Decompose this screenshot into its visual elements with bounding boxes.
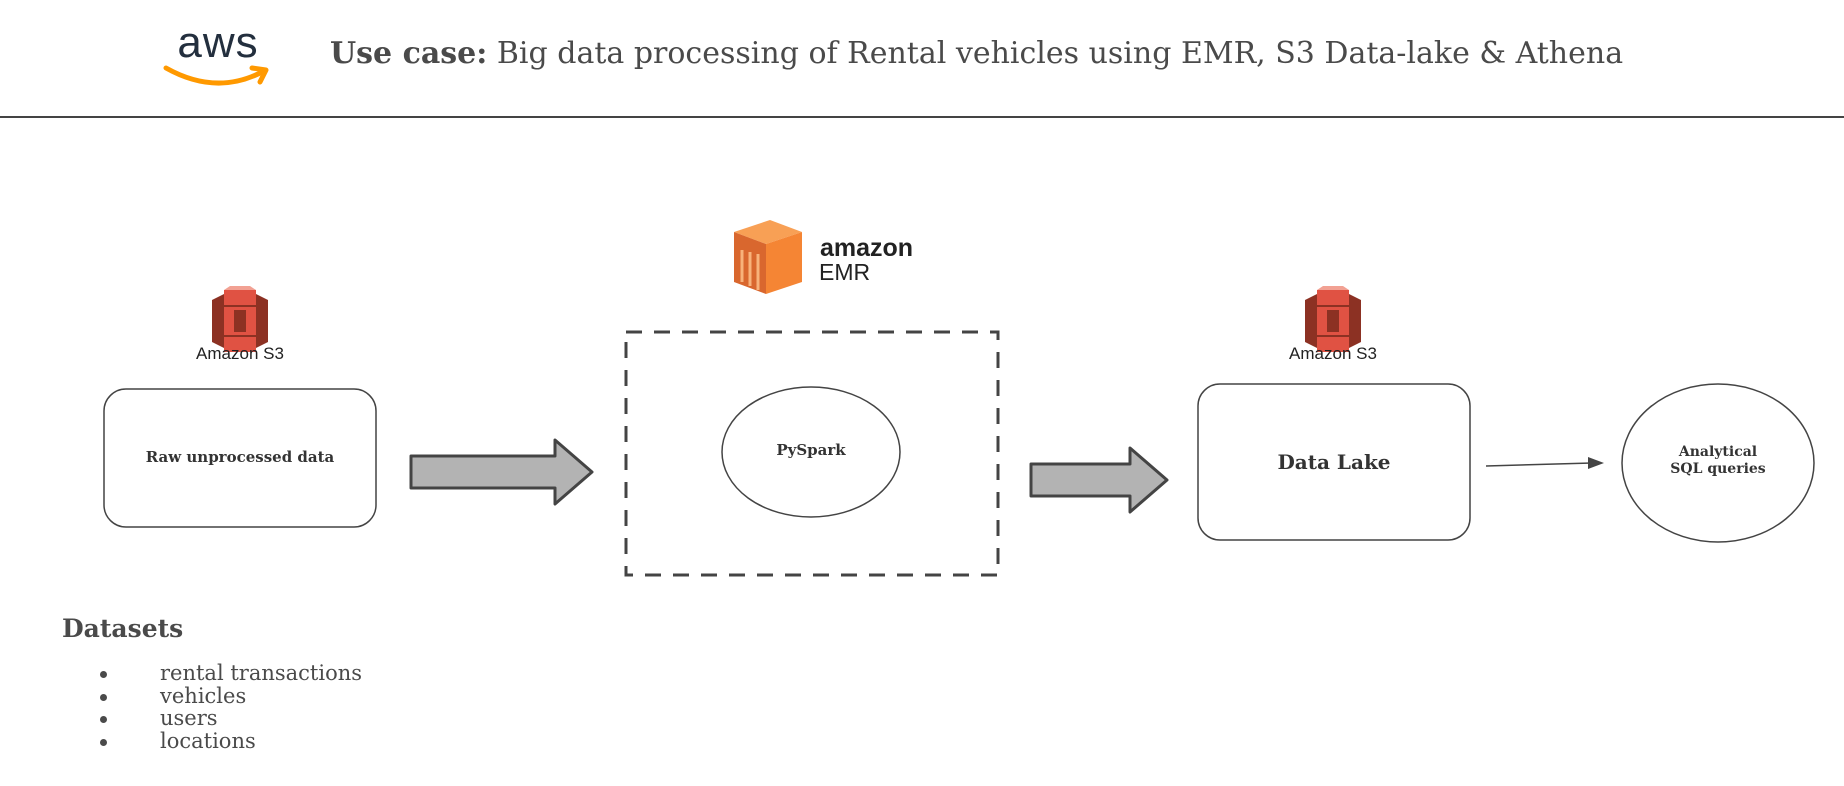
emr-icon xyxy=(734,220,802,294)
datasets-list: rental transactions vehicles users locat… xyxy=(100,662,362,752)
dataset-item-label: locations xyxy=(160,728,256,753)
analytics-label-line2: SQL queries xyxy=(1670,461,1766,477)
s3-label-right: Amazon S3 xyxy=(1289,344,1377,363)
pyspark-label: PySpark xyxy=(776,441,846,459)
analytics-label-line1: Analytical xyxy=(1678,444,1758,460)
header-divider xyxy=(0,116,1844,118)
s3-label-left: Amazon S3 xyxy=(196,344,284,363)
datasets-title: Datasets xyxy=(62,614,184,643)
pyspark-node xyxy=(721,386,901,518)
dataset-item-label: users xyxy=(160,706,218,730)
bullet-icon xyxy=(100,738,107,746)
bullet-icon xyxy=(100,716,107,723)
raw-data-label: Raw unprocessed data xyxy=(145,448,335,466)
title-rest: Big data processing of Rental vehicles u… xyxy=(487,36,1624,71)
s3-bucket-icon-right xyxy=(1305,286,1361,352)
dataset-item-label: rental transactions xyxy=(160,661,363,685)
aws-logo-text: aws xyxy=(177,18,259,67)
dataset-item: locations xyxy=(100,730,362,753)
raw-data-box xyxy=(103,388,377,528)
aws-logo: aws xyxy=(158,18,278,92)
title-bold: Use case: xyxy=(330,36,488,71)
dataset-item: vehicles xyxy=(100,685,362,708)
dataset-item-label: vehicles xyxy=(160,683,247,708)
flow-arrow-1 xyxy=(409,438,594,506)
s3-bucket-icon-left xyxy=(212,286,268,352)
query-arrow-head xyxy=(1588,457,1604,469)
dataset-item: users xyxy=(100,707,362,730)
aws-smile-icon xyxy=(163,65,269,86)
data-lake-label: Data Lake xyxy=(1277,450,1391,474)
bullet-icon xyxy=(100,671,107,678)
analytics-node xyxy=(1621,383,1815,543)
dataset-item: rental transactions xyxy=(100,662,362,685)
data-lake-box xyxy=(1197,383,1471,541)
flow-arrow-2 xyxy=(1029,446,1169,514)
bullet-icon xyxy=(100,693,107,701)
page-title: Use case: Big data processing of Rental … xyxy=(330,36,1623,71)
emr-logo-service: EMR xyxy=(819,259,871,285)
emr-logo-amazon: amazon xyxy=(820,234,914,262)
query-arrow-line xyxy=(1485,462,1593,467)
